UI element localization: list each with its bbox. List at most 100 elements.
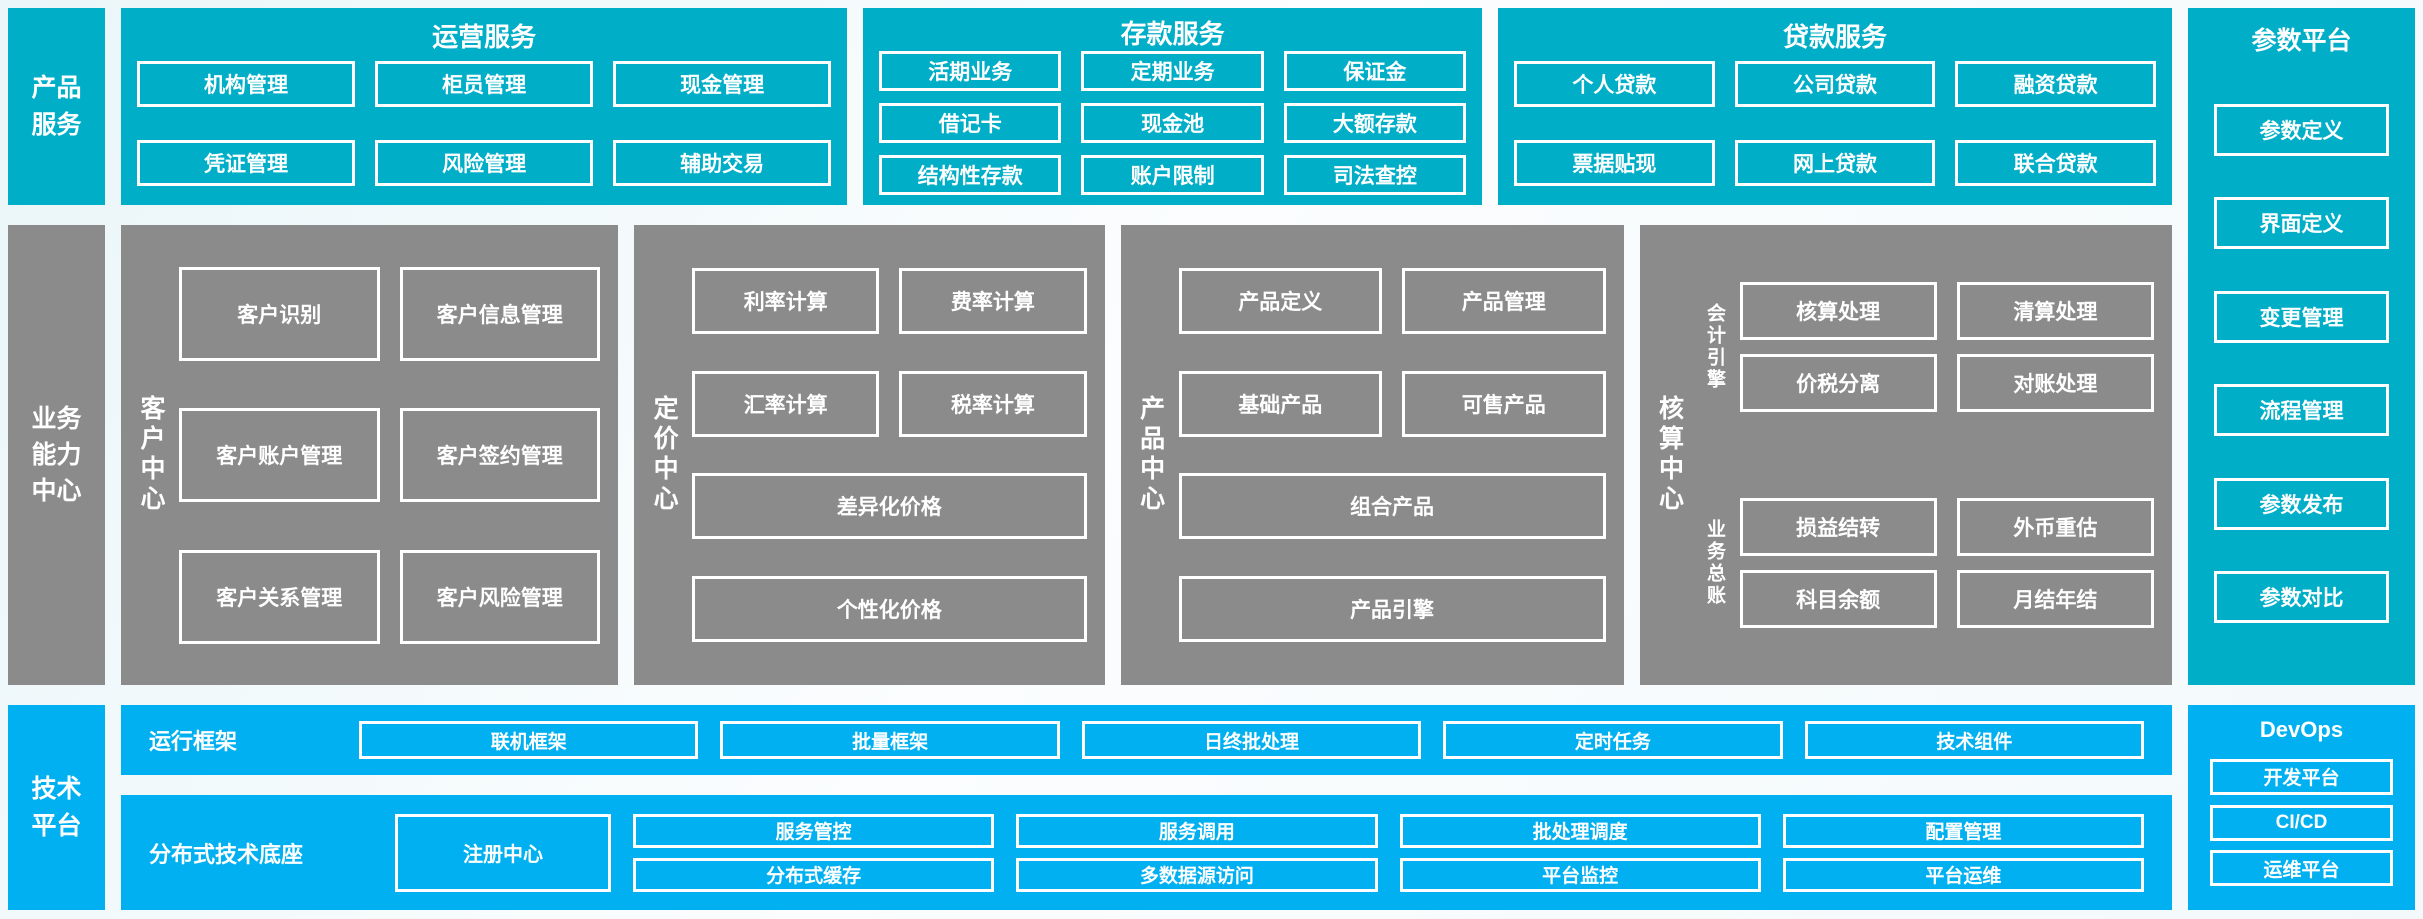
module-box: 保证金: [1283, 51, 1466, 91]
module-box: 利率计算: [692, 267, 880, 334]
module-pair-column: 服务调用 多数据源访问: [1016, 813, 1378, 892]
product-services-row: 运营服务 机构管理 柜员管理 现金管理 凭证管理 风险管理 辅助交易 存款服务 …: [121, 8, 2172, 205]
rail-product-services: 产品 服务: [8, 8, 105, 205]
module-list: 参数定义 界面定义 变更管理 流程管理 参数发布 参数对比: [2214, 62, 2389, 665]
module-box: 辅助交易: [613, 140, 832, 186]
module-list: 开发平台 CI/CD 运维平台: [2210, 749, 2393, 896]
module-box: 账户限制: [1081, 155, 1264, 195]
module-box: 配置管理: [1782, 813, 2144, 848]
param-platform-panel: 参数平台 参数定义 界面定义 变更管理 流程管理 参数发布 参数对比: [2188, 8, 2415, 685]
section-deposit-services: 存款服务 活期业务 定期业务 保证金 借记卡 现金池 大额存款 结构性存款 账户…: [863, 8, 1482, 205]
module-grid: 机构管理 柜员管理 现金管理 凭证管理 风险管理 辅助交易: [137, 56, 832, 191]
left-rail: 产品 服务 业务 能力 中心 技术 平台: [8, 8, 105, 910]
module-box: 大额存款: [1283, 103, 1466, 143]
module-box: 费率计算: [899, 267, 1087, 334]
right-rail: 参数平台 参数定义 界面定义 变更管理 流程管理 参数发布 参数对比 DevOp…: [2188, 8, 2415, 910]
module-box: 参数发布: [2214, 477, 2389, 530]
module-box: 对账处理: [1956, 354, 2155, 412]
module-box: 风险管理: [375, 140, 594, 186]
distributed-base-bar: 分布式技术底座 注册中心 服务管控 分布式缓存 服务调用 多数据源访问 批处理调…: [121, 795, 2172, 910]
module-box: 运维平台: [2210, 850, 2393, 887]
section-accounting-center: 核算中心 会计引擎 核算处理 清算处理 价税分离 对账处理 业务总账: [1639, 225, 2173, 685]
module-box: 借记卡: [879, 103, 1062, 143]
module-box: 开发平台: [2210, 758, 2393, 795]
module-box: 参数对比: [2214, 571, 2389, 624]
bar-label: 运行框架: [149, 729, 238, 754]
module-box: 现金管理: [613, 61, 832, 107]
section-title: 存款服务: [1120, 19, 1225, 49]
section-pricing-center: 定价中心 利率计算 费率计算 汇率计算 税率计算 差异化价格 个性化价格: [634, 225, 1105, 685]
module-box: 月结年结: [1956, 570, 2155, 628]
module-grid: 产品定义 产品管理 基础产品 可售产品 组合产品 产品引擎: [1178, 243, 1606, 667]
module-box: 结构性存款: [879, 155, 1062, 195]
module-pair-column: 配置管理 平台运维: [1782, 813, 2144, 892]
rail-label: 产品 服务: [31, 74, 82, 139]
section-title: 运营服务: [432, 21, 537, 52]
module-box: 损益结转: [1739, 498, 1937, 556]
module-box: 批处理调度: [1399, 813, 1761, 848]
module-box: 多数据源访问: [1016, 857, 1378, 892]
module-box: 客户关系管理: [179, 549, 380, 644]
module-box: 外币重估: [1956, 498, 2155, 556]
module-box: 柜员管理: [375, 61, 594, 107]
section-label: 核算中心: [1655, 395, 1684, 515]
section-operations-services: 运营服务 机构管理 柜员管理 现金管理 凭证管理 风险管理 辅助交易: [121, 8, 848, 205]
bar-label: 分布式技术底座: [149, 841, 304, 867]
module-box: 司法查控: [1283, 155, 1466, 195]
section-label: 客户中心: [137, 395, 165, 515]
module-box: 差异化价格: [692, 473, 1087, 540]
devops-panel: DevOps 开发平台 CI/CD 运维平台: [2188, 705, 2415, 910]
module-box: 活期业务: [879, 51, 1062, 91]
accounting-groups: 会计引擎 核算处理 清算处理 价税分离 对账处理 业务总账 损益结转 外币重估: [1698, 243, 2155, 667]
group-accounting-engine: 会计引擎 核算处理 清算处理 价税分离 对账处理: [1698, 249, 2155, 445]
module-box: 平台监控: [1399, 857, 1761, 892]
module-grid: 利率计算 费率计算 汇率计算 税率计算 差异化价格 个性化价格: [692, 243, 1087, 667]
rail-business-capability-center: 业务 能力 中心: [8, 225, 105, 685]
group-label: 会计引擎: [1704, 303, 1726, 391]
module-box: 基础产品: [1178, 370, 1383, 437]
module-box: 日终批处理: [1081, 721, 1422, 759]
module-box: 税率计算: [899, 370, 1087, 437]
module-box: 组合产品: [1178, 473, 1606, 540]
module-box: 凭证管理: [137, 140, 356, 186]
module-box: 界面定义: [2214, 197, 2389, 250]
module-box: 注册中心: [395, 813, 611, 892]
module-box: 公司贷款: [1734, 61, 1936, 107]
section-loan-services: 贷款服务 个人贷款 公司贷款 融资贷款 票据贴现 网上贷款 联合贷款: [1498, 8, 2172, 205]
module-box: 定时任务: [1443, 721, 1783, 759]
module-box: 客户信息管理: [399, 266, 601, 361]
rail-tech-platform: 技术 平台: [8, 705, 105, 910]
module-grid: 个人贷款 公司贷款 融资贷款 票据贴现 网上贷款 联合贷款: [1514, 56, 2156, 191]
module-box: CI/CD: [2210, 804, 2393, 841]
module-box: 可售产品: [1402, 370, 1606, 437]
section-product-center: 产品中心 产品定义 产品管理 基础产品 可售产品 组合产品 产品引擎: [1120, 225, 1624, 685]
module-box: 客户风险管理: [399, 549, 601, 644]
module-pair-column: 批处理调度 平台监控: [1399, 813, 1761, 892]
module-box: 服务管控: [633, 813, 995, 848]
module-box: 批量框架: [720, 721, 1060, 759]
module-box: 服务调用: [1016, 813, 1378, 848]
module-box: 融资贷款: [1955, 61, 2156, 107]
group-label: 业务总账: [1704, 519, 1726, 607]
module-box: 联合贷款: [1955, 140, 2156, 186]
module-grid: 损益结转 外币重估 科目余额 月结年结: [1739, 498, 2155, 628]
module-box: 机构管理: [137, 61, 356, 107]
module-box: 产品管理: [1402, 267, 1606, 334]
rail-label: 业务 能力 中心: [31, 404, 82, 506]
business-capability-row: 客户中心 客户识别 客户信息管理 客户账户管理 客户签约管理 客户关系管理 客户…: [121, 225, 2173, 685]
module-box: 产品定义: [1178, 267, 1383, 334]
module-grid: 客户识别 客户信息管理 客户账户管理 客户签约管理 客户关系管理 客户风险管理: [179, 243, 601, 667]
module-box: 个性化价格: [692, 576, 1087, 643]
module-grid: 活期业务 定期业务 保证金 借记卡 现金池 大额存款 结构性存款 账户限制 司法…: [879, 51, 1466, 195]
module-box: 变更管理: [2214, 290, 2389, 343]
module-box: 清算处理: [1956, 282, 2155, 340]
runtime-framework-bar: 运行框架 联机框架 批量框架 日终批处理 定时任务 技术组件: [121, 705, 2172, 775]
module-grid: 核算处理 清算处理 价税分离 对账处理: [1739, 282, 2155, 412]
panel-title: DevOps: [2259, 717, 2344, 742]
group-business-ledger: 业务总账 损益结转 外币重估 科目余额 月结年结: [1698, 465, 2155, 661]
section-label: 产品中心: [1136, 395, 1165, 515]
module-box: 产品引擎: [1178, 576, 1606, 643]
module-box: 客户账户管理: [179, 408, 380, 502]
module-box: 客户识别: [179, 266, 380, 361]
